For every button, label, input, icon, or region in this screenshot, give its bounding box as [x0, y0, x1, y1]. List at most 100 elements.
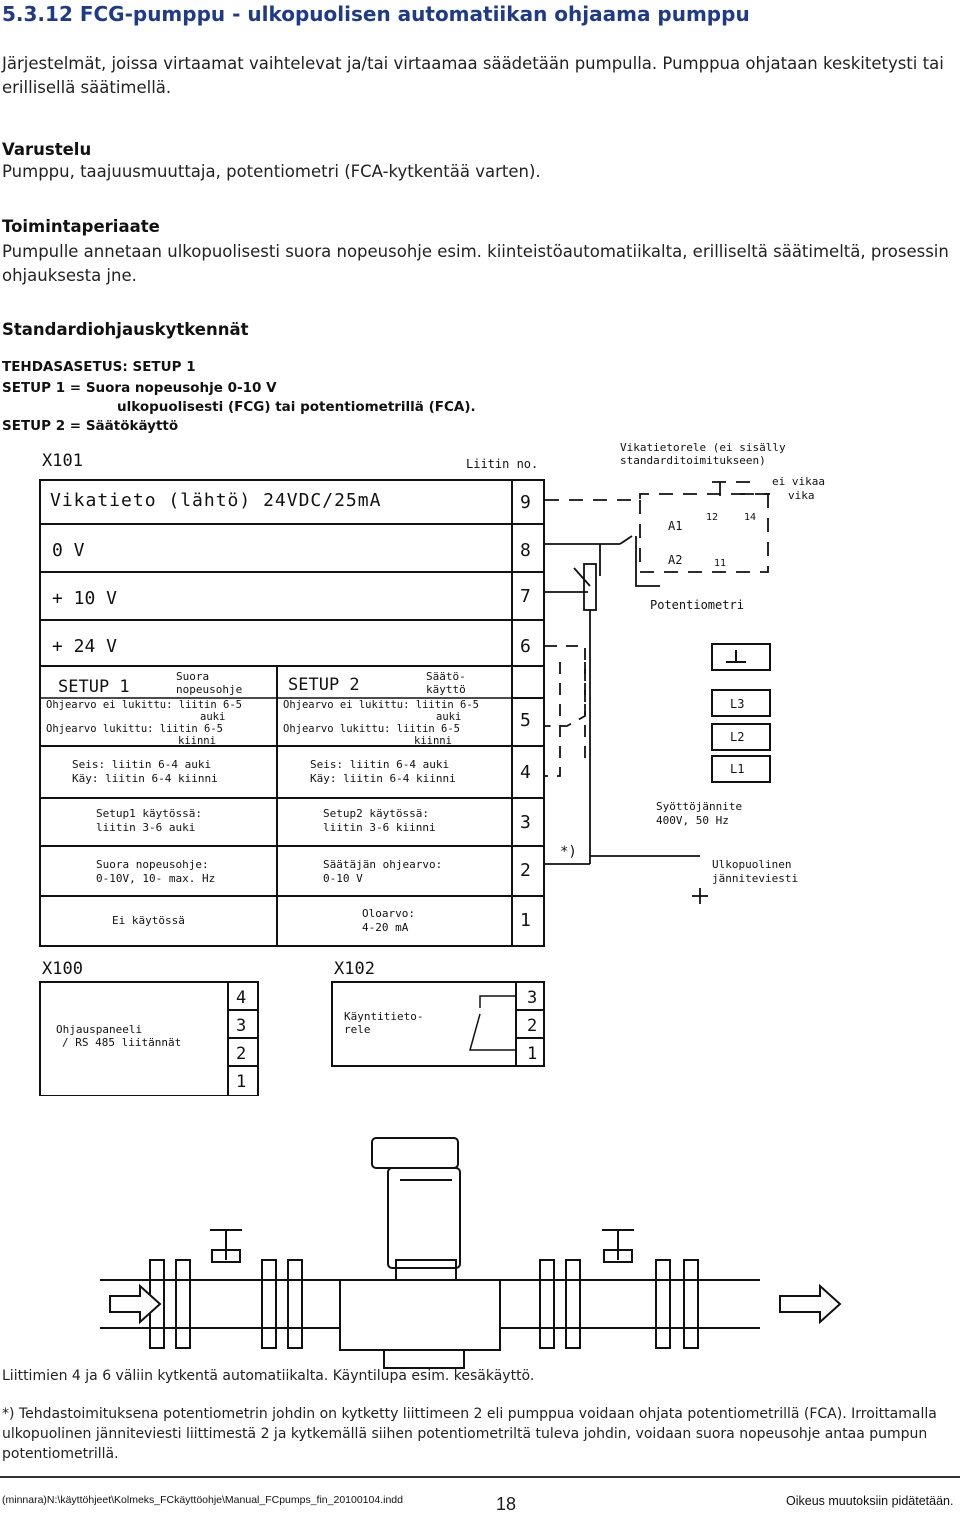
s2-row2-b: 0-10 V: [323, 872, 363, 885]
note-line-2: *) Tehdastoimituksena potentiometrin joh…: [2, 1406, 937, 1462]
x102-terminal-1: 1: [527, 1044, 537, 1064]
syotto-label-2: 400V, 50 Hz: [656, 814, 729, 827]
s2-row5-d: kiinni: [414, 735, 452, 747]
s1-row5-d: kiinni: [178, 735, 216, 747]
x100-terminal-4: 4: [236, 988, 246, 1008]
l3-box: [711, 689, 771, 717]
s1-row3-a: Setup1 käytössä:: [96, 807, 202, 820]
x102-text-1: Käyntitieto-: [344, 1010, 423, 1023]
setup-line-factory: TEHDASASETUS: SETUP 1: [2, 359, 196, 375]
s2-row3-a: Setup2 käytössä:: [323, 807, 429, 820]
x100-label: X100: [42, 959, 83, 979]
x100-text-2: / RS 485 liitännät: [62, 1036, 181, 1049]
standard-heading: Standardiohjauskytkennät: [2, 320, 249, 339]
x102-terminal-2: 2: [527, 1016, 537, 1036]
setup1-sub2: nopeusohje: [176, 683, 242, 696]
varustelu-text: Pumppu, taajuusmuuttaja, potentiometri (…: [2, 162, 541, 181]
footer-rights: Oikeus muutoksiin pidätetään.: [786, 1494, 954, 1508]
potentiometer-symbol: [545, 544, 601, 865]
n12-label: 12: [706, 512, 718, 523]
potentiometri-label: Potentiometri: [650, 598, 744, 612]
s2-row1-a: Oloarvo:: [362, 907, 415, 920]
terminal-8: 8: [520, 540, 531, 561]
s1-row2-a: Suora nopeusohje:: [96, 858, 209, 871]
n14-label: 14: [744, 512, 756, 523]
relay-dashed-box: [545, 481, 770, 573]
vika-label: vika: [788, 489, 815, 502]
s1-row5-a: Ohjearvo ei lukittu: liitin 6-5: [46, 699, 242, 711]
l3-label: L3: [730, 697, 744, 711]
note-line-1: Liittimien 4 ja 6 väliin kytkentä automa…: [2, 1368, 535, 1384]
s2-row5-c: Ohjearvo lukittu: liitin 6-5: [283, 723, 460, 735]
terminal-9: 9: [520, 492, 531, 513]
ground-terminal: [711, 643, 771, 671]
x100-terminal-1: 1: [236, 1072, 246, 1092]
setup-line-1: SETUP 1 = Suora nopeusohje 0-10 V: [2, 380, 277, 396]
row-9-label: Vikatieto (lähtö) 24VDC/25mA: [50, 490, 381, 511]
a1-label: A1: [668, 519, 682, 533]
ulko-label-2: jänniteviesti: [712, 872, 798, 885]
footer-path: (minnara)N:\käyttöhjeet\Kolmeks_FCkäyttö…: [2, 1494, 403, 1506]
setup2-title: SETUP 2: [288, 675, 360, 695]
x101-block: [39, 479, 545, 947]
terminal-2: 2: [520, 860, 531, 881]
setup-line-2: SETUP 2 = Säätökäyttö: [2, 418, 179, 434]
s2-row4-a: Seis: liitin 6-4 auki: [310, 758, 449, 771]
l2-box: [711, 723, 771, 751]
varustelu-heading: Varustelu: [2, 140, 92, 159]
setup1-sub1: Suora: [176, 670, 209, 683]
x100-terminal-2: 2: [236, 1044, 246, 1064]
intro-text: Järjestelmät, joissa virtaamat vaihtelev…: [2, 54, 944, 97]
x101-label: X101: [42, 451, 83, 471]
l2-label: L2: [730, 730, 744, 744]
n11-label: 11: [714, 558, 726, 569]
s1-row5-c: Ohjearvo lukittu: liitin 6-5: [46, 723, 223, 735]
terminal-4: 4: [520, 762, 531, 783]
setup2-sub1: Säätö-: [426, 670, 466, 683]
s1-row1-a: Ei käytössä: [112, 914, 185, 927]
setup2-sub2: käyttö: [426, 683, 466, 696]
terminal-3: 3: [520, 812, 531, 833]
s2-row1-b: 4-20 mA: [362, 921, 409, 934]
terminal-5: 5: [520, 710, 531, 731]
toiminta-text: Pumpulle annetaan ulkopuolisesti suora n…: [2, 242, 949, 285]
ulko-label-1: Ulkopuolinen: [712, 858, 791, 871]
syotto-label-1: Syöttöjännite: [656, 800, 742, 813]
s2-row3-b: liitin 3-6 kiinni: [323, 821, 436, 834]
a2-label: A2: [668, 553, 682, 567]
l1-box: [711, 755, 771, 783]
s1-row4-a: Seis: liitin 6-4 auki: [72, 758, 211, 771]
ei-vikaa-label: ei vikaa: [772, 475, 825, 488]
x102-terminal-3: 3: [527, 988, 537, 1008]
page-number: 18: [496, 1494, 517, 1514]
s2-row5-b: auki: [436, 711, 461, 723]
terminal-1: 1: [520, 910, 531, 931]
s1-row4-b: Käy: liitin 6-4 kiinni: [72, 772, 218, 785]
relay-title-1: Vikatietorele (ei sisälly: [620, 441, 786, 454]
x100-terminal-3: 3: [236, 1016, 246, 1036]
s1-row3-b: liitin 3-6 auki: [96, 821, 195, 834]
row-6-label: + 24 V: [52, 636, 117, 657]
row-8-label: 0 V: [52, 540, 85, 561]
liitin-no-label: Liitin no.: [466, 457, 538, 471]
relay-title-2: standarditoimitukseen): [620, 454, 766, 467]
wiring-diagram: X101 Liitin no. Vikatieto (lähtö) 24VDC/…: [39, 441, 825, 1096]
setup1-title: SETUP 1: [58, 677, 130, 697]
pump-illustration: [100, 1137, 842, 1369]
footer-divider: [0, 1476, 960, 1478]
terminal-7: 7: [520, 586, 531, 607]
s2-row2-a: Säätäjän ohjearvo:: [323, 858, 442, 871]
x102-label: X102: [334, 959, 375, 979]
x102-block: [331, 981, 545, 1067]
s2-row5-a: Ohjearvo ei lukittu: liitin 6-5: [283, 699, 479, 711]
page-title: 5.3.12 FCG-pumppu - ulkopuolisen automat…: [2, 2, 750, 26]
x102-text-2: rele: [344, 1023, 371, 1036]
star-note-marker: *): [560, 844, 577, 860]
row-7-label: + 10 V: [52, 588, 117, 609]
s2-row4-b: Käy: liitin 6-4 kiinni: [310, 772, 456, 785]
x100-text-1: Ohjauspaneeli: [56, 1023, 142, 1036]
s1-row2-b: 0-10V, 10- max. Hz: [96, 872, 215, 885]
l1-label: L1: [730, 762, 744, 776]
terminal-6: 6: [520, 636, 531, 657]
toiminta-heading: Toimintaperiaate: [2, 217, 160, 236]
